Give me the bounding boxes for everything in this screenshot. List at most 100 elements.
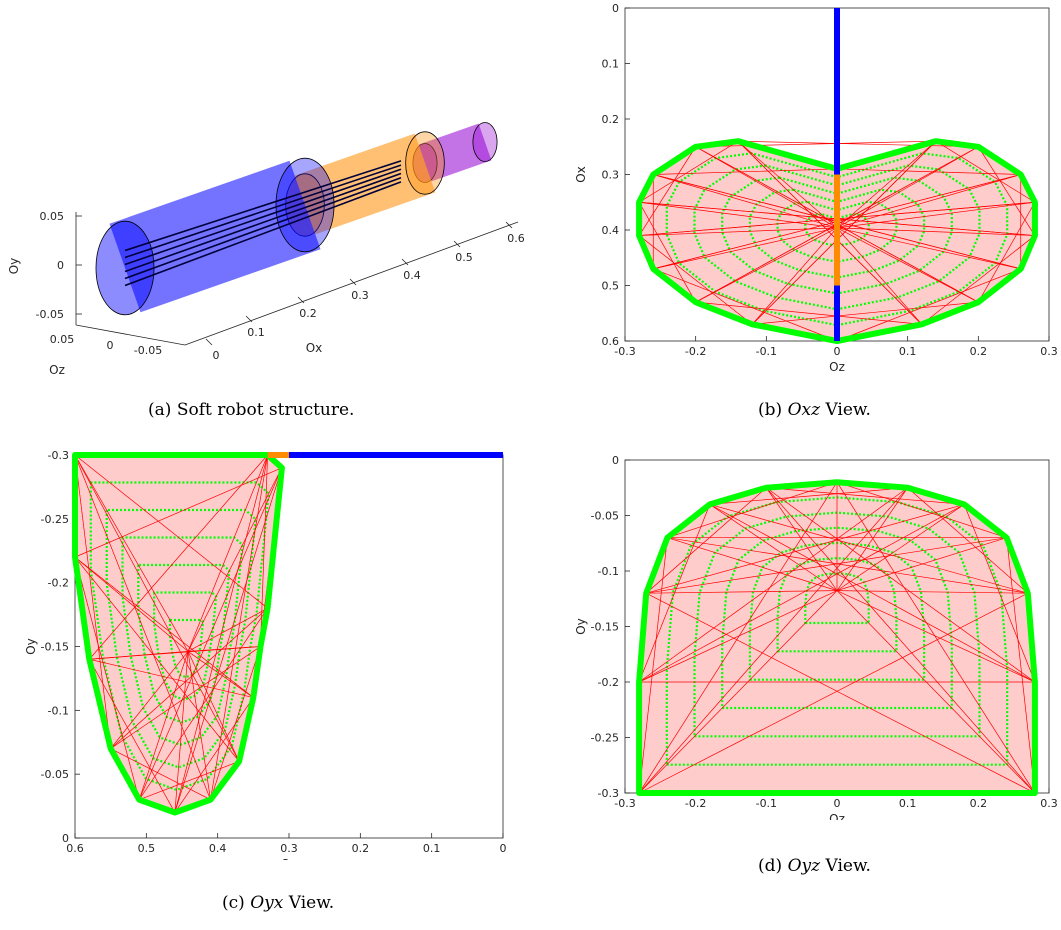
mesh-line bbox=[737, 140, 838, 229]
x-tick-label: 0.2 bbox=[970, 345, 988, 358]
x-tick-label: -0.3 bbox=[614, 345, 635, 358]
caption-b: (b) Oxz View. bbox=[758, 400, 871, 420]
workspace-contour bbox=[137, 563, 231, 724]
mesh-line bbox=[836, 537, 1007, 591]
y-tick-label: -0.25 bbox=[41, 513, 69, 526]
x-tick-label: 0.2 bbox=[299, 307, 317, 320]
mesh-line bbox=[638, 202, 696, 303]
mesh-line bbox=[74, 454, 189, 652]
x-tick-label: 0.3 bbox=[1040, 345, 1058, 358]
y-tick-label: 0.2 bbox=[602, 113, 620, 126]
mesh-line bbox=[110, 651, 189, 749]
mesh-line bbox=[187, 651, 240, 762]
workspace-contour bbox=[89, 481, 270, 792]
mesh-line bbox=[139, 761, 240, 801]
x-tick-label: 0 bbox=[500, 842, 507, 855]
x-tick-label: 0.3 bbox=[1040, 797, 1058, 810]
y-tick-label: -0.1 bbox=[598, 565, 619, 578]
mesh-line bbox=[174, 697, 254, 813]
mesh-line bbox=[695, 140, 936, 148]
mesh-line bbox=[751, 140, 937, 325]
mesh-line bbox=[138, 608, 268, 800]
x-axis-label: Oz bbox=[829, 812, 845, 820]
mesh-line bbox=[709, 504, 838, 591]
mesh-line bbox=[737, 140, 923, 325]
y-axis-label: Oy bbox=[7, 258, 21, 275]
caption-b-label: (b) bbox=[758, 400, 783, 420]
y-axis-label: Oy bbox=[575, 618, 588, 635]
x-tick-label: 0.1 bbox=[899, 797, 917, 810]
mesh-line bbox=[110, 748, 211, 801]
cylinder-end-cap bbox=[472, 122, 498, 162]
y-tick-label: -0.1 bbox=[48, 704, 69, 717]
y-tick-label: 0 bbox=[62, 832, 69, 845]
caption-a-text: Soft robot structure. bbox=[176, 400, 355, 420]
x-tick-label: 0.6 bbox=[66, 842, 84, 855]
z-tick-label: 0 bbox=[107, 339, 114, 352]
x-tick-label: 0.6 bbox=[507, 232, 525, 245]
mesh-line bbox=[174, 651, 189, 813]
y-tick-label: -0.05 bbox=[36, 308, 64, 321]
mesh-line bbox=[74, 454, 240, 762]
workspace-contour bbox=[693, 511, 981, 738]
mesh-line bbox=[138, 651, 189, 800]
caption-a-label: (a) bbox=[148, 400, 172, 420]
mesh-line bbox=[74, 454, 112, 749]
mesh-line bbox=[646, 537, 1007, 594]
mesh-line bbox=[89, 454, 268, 660]
mesh-line bbox=[638, 504, 965, 683]
y-tick-label: 0 bbox=[612, 454, 619, 467]
x-tick bbox=[453, 240, 461, 248]
mesh-line bbox=[639, 201, 838, 229]
y-tick-label: -0.2 bbox=[598, 676, 619, 689]
mesh-line bbox=[638, 504, 711, 683]
y-tick-label: 0 bbox=[57, 259, 64, 272]
y-tick-label: 0.1 bbox=[602, 58, 620, 71]
mesh-line bbox=[645, 487, 767, 594]
x-tick bbox=[349, 278, 357, 286]
workspace-boundary bbox=[72, 452, 285, 816]
x-tick-label: 0.4 bbox=[209, 842, 227, 855]
mesh-line bbox=[836, 227, 979, 303]
mesh-line bbox=[188, 646, 261, 652]
x-tick-label: 0.4 bbox=[403, 269, 421, 282]
mesh-line bbox=[110, 646, 261, 749]
mesh-line bbox=[639, 227, 838, 236]
mesh-line bbox=[638, 537, 668, 794]
workspace-region bbox=[636, 479, 1038, 796]
x-tick bbox=[505, 221, 513, 229]
x-tick-label: 0.3 bbox=[280, 842, 298, 855]
mesh-line bbox=[653, 174, 838, 229]
x-tick bbox=[205, 338, 213, 346]
mesh-line bbox=[653, 268, 838, 342]
mesh-line bbox=[174, 454, 268, 813]
mesh-line bbox=[766, 487, 838, 591]
workspace-region bbox=[72, 452, 285, 816]
y-tick-label: 0.6 bbox=[602, 335, 620, 348]
mesh-line bbox=[110, 607, 268, 749]
tendon-line bbox=[124, 172, 402, 273]
caption-d: (d) Oyz View. bbox=[758, 856, 871, 876]
mesh-line bbox=[653, 227, 838, 270]
tendon-line bbox=[124, 160, 402, 252]
mesh-line bbox=[187, 467, 283, 652]
y-tick-label: -0.25 bbox=[591, 732, 619, 745]
mesh-line bbox=[74, 556, 254, 698]
cylinder-segment bbox=[412, 122, 498, 183]
mesh-line bbox=[836, 504, 965, 591]
mesh-line bbox=[89, 658, 254, 698]
tendon-line bbox=[124, 168, 402, 266]
mesh-line bbox=[174, 467, 283, 813]
caption-d-text: View. bbox=[825, 856, 871, 876]
workspace-boundary bbox=[636, 479, 1038, 796]
cylinder-end-cap bbox=[275, 157, 335, 253]
mesh-line bbox=[978, 146, 1036, 236]
mesh-line bbox=[935, 140, 1036, 203]
x-tick bbox=[297, 296, 305, 304]
y-tick-label: -0.05 bbox=[41, 768, 69, 781]
x-axis-label: Ox bbox=[281, 857, 298, 860]
z-tick-label: -0.05 bbox=[134, 344, 162, 357]
